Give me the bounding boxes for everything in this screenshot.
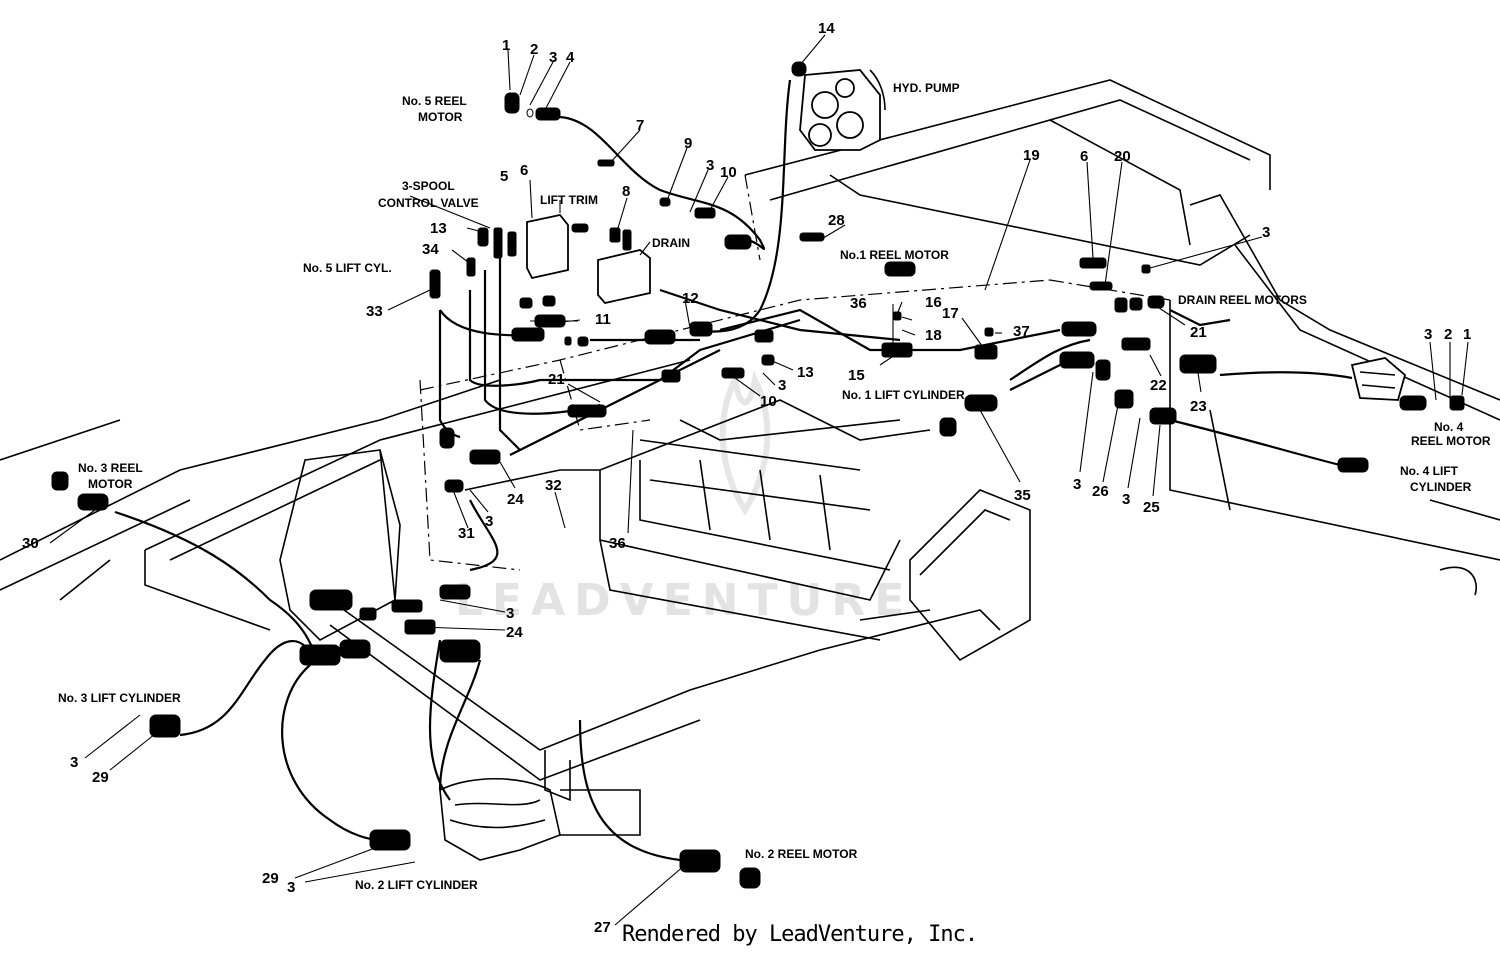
callout-3: 3: [1262, 224, 1270, 241]
callout-3: 3: [70, 754, 78, 771]
label-lift-trim: LIFT TRIM: [540, 193, 598, 207]
callout-16: 16: [925, 294, 942, 311]
callout-3: 3: [706, 157, 714, 174]
callout-17: 17: [942, 305, 959, 322]
hydraulic-hoses: [114, 79, 1353, 862]
lift-trim-valve: [526, 214, 569, 280]
callout-3: 3: [1073, 476, 1081, 493]
label-no2-reel-motor: No. 2 REEL MOTOR: [745, 847, 858, 861]
label-control-valve-1: 3-SPOOL: [402, 179, 455, 193]
callout-35: 35: [1014, 487, 1031, 504]
callout-18: 18: [925, 327, 942, 344]
label-no3-reel-motor-2: MOTOR: [88, 477, 133, 491]
callout-36: 36: [850, 295, 867, 312]
callout-15: 15: [848, 367, 865, 384]
callout-3: 3: [1122, 491, 1130, 508]
hose-fittings: [51, 61, 1465, 889]
label-no2-lift-cylinder: No. 2 LIFT CYLINDER: [355, 878, 478, 892]
label-no4-lift-cylinder-1: No. 4 LIFT: [1400, 464, 1459, 478]
reel-motor-no4: [1350, 357, 1407, 401]
callout-32: 32: [545, 477, 562, 494]
hydraulic-pump: [799, 69, 886, 151]
callout-34: 34: [422, 241, 439, 258]
callout-21: 21: [548, 371, 565, 388]
callout-22: 22: [1150, 377, 1167, 394]
label-drain-reel-motors: DRAIN REEL MOTORS: [1178, 293, 1307, 307]
callout-27: 27: [594, 919, 611, 936]
callout-2: 2: [530, 41, 538, 58]
callout-13: 13: [430, 220, 447, 237]
label-control-valve-2: CONTROL VALVE: [378, 196, 479, 210]
label-no1-lift-cylinder: No. 1 LIFT CYLINDER: [842, 388, 965, 402]
callout-3: 3: [549, 49, 557, 66]
callout-4: 4: [566, 49, 575, 66]
callout-5: 5: [500, 168, 508, 185]
callout-23: 23: [1190, 398, 1207, 415]
callout-37: 37: [1013, 323, 1030, 340]
label-no4-reel-motor-1: No. 4: [1434, 420, 1464, 434]
callout-25: 25: [1143, 499, 1160, 516]
callout-29: 29: [92, 769, 109, 786]
label-no1-reel-motor: No.1 REEL MOTOR: [840, 248, 949, 262]
callout-3: 3: [287, 879, 295, 896]
callout-8: 8: [622, 183, 630, 200]
callout-14: 14: [818, 20, 835, 37]
callout-20: 20: [1114, 148, 1131, 165]
callout-29: 29: [262, 870, 279, 887]
callout-3: 3: [778, 377, 786, 394]
label-drain: DRAIN: [652, 236, 690, 250]
callout-26: 26: [1092, 483, 1109, 500]
callout-6: 6: [520, 162, 528, 179]
callout-30: 30: [22, 535, 39, 552]
callout-31: 31: [458, 525, 475, 542]
component-labels: No. 5 REEL MOTOR 3-SPOOL CONTROL VALVE L…: [58, 81, 1491, 892]
callout-13: 13: [797, 364, 814, 381]
label-no5-reel-motor-1: No. 5 REEL: [402, 94, 467, 108]
callout-3: 3: [485, 513, 493, 530]
callout-11: 11: [595, 311, 611, 328]
callout-24: 24: [506, 624, 523, 641]
callout-7: 7: [636, 117, 644, 134]
label-hyd-pump: HYD. PUMP: [893, 81, 960, 95]
callout-2: 2: [1444, 326, 1452, 343]
callout-3: 3: [506, 605, 514, 622]
callout-3: 3: [1424, 326, 1432, 343]
callout-9: 9: [684, 135, 692, 152]
machine-frame: [0, 79, 1500, 861]
label-no4-reel-motor-2: REEL MOTOR: [1411, 434, 1491, 448]
part-callouts: 1 2 3 4 7 9 3 10 8 14 5 6 13 34 33 19 6 …: [22, 20, 1471, 936]
render-credit: Rendered by LeadVenture, Inc.: [622, 922, 978, 947]
callout-33: 33: [366, 303, 383, 320]
label-no5-lift-cyl: No. 5 LIFT CYL.: [303, 261, 392, 275]
callout-6: 6: [1080, 148, 1088, 165]
callout-19: 19: [1023, 147, 1040, 164]
callout-leaders: [49, 34, 1469, 926]
label-no3-lift-cylinder: No. 3 LIFT CYLINDER: [58, 691, 181, 705]
drain-block: [597, 249, 651, 304]
callout-1: 1: [502, 37, 510, 54]
watermark: LEADVENTURE: [455, 575, 913, 626]
callout-21: 21: [1190, 324, 1207, 341]
callout-1: 1: [1463, 326, 1471, 343]
label-no5-reel-motor-2: MOTOR: [418, 110, 463, 124]
callout-12: 12: [682, 290, 699, 307]
callout-10: 10: [720, 164, 737, 181]
callout-36: 36: [609, 535, 626, 552]
label-no3-reel-motor-1: No. 3 REEL: [78, 461, 143, 475]
callout-24: 24: [507, 491, 524, 508]
callout-28: 28: [828, 212, 845, 229]
callout-10: 10: [760, 393, 777, 410]
label-no4-lift-cylinder-2: CYLINDER: [1410, 480, 1472, 494]
